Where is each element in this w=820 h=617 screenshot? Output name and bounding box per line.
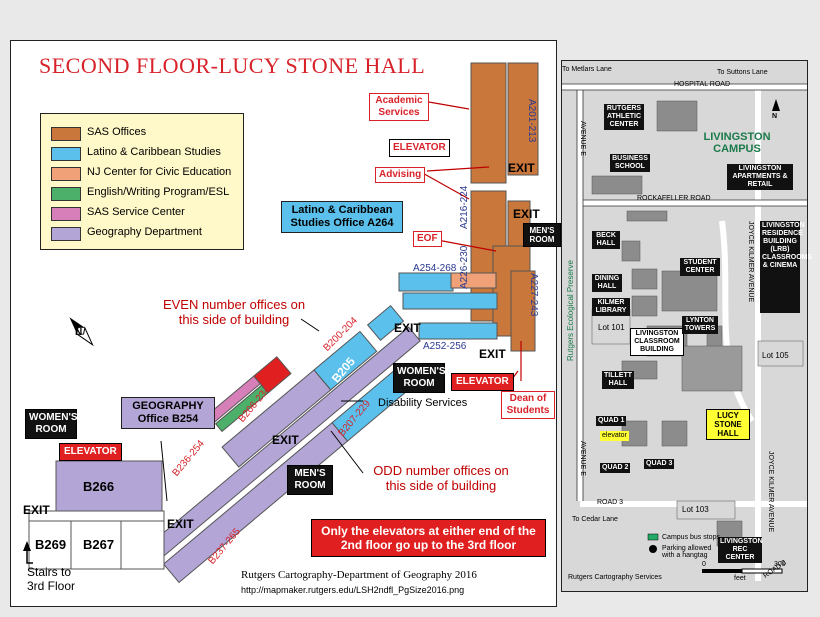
north-label: N (75, 327, 83, 338)
odd-offices-note: ODD number offices on this side of build… (373, 463, 509, 493)
to-cedar-label: To Cedar Lane (572, 516, 618, 523)
legend-label: NJ Center for Civic Education (87, 166, 232, 178)
range-a226-230: A226-230 (459, 245, 470, 289)
exit-label: EXIT (508, 161, 535, 175)
quad3-label: QUAD 3 (644, 459, 675, 469)
legend-swatch (51, 147, 81, 161)
student-center-label: STUDENT CENTER (680, 258, 720, 276)
floor-plan-credit: Rutgers Cartography-Department of Geogra… (241, 569, 477, 581)
exit-label: EXIT (394, 321, 421, 335)
floor-plan-legend: SAS Offices Latino & Caribbean Studies N… (40, 113, 244, 250)
exit-label: EXIT (167, 517, 194, 531)
beck-hall-label: BECK HALL (592, 231, 620, 249)
campus-north-label: N (772, 113, 778, 120)
range-a252-256: A252-256 (423, 341, 467, 352)
lucy-stone-hall-label: LUCY STONE HALL (706, 409, 750, 440)
joyce-kilmer-top-label: JOYCE KILMER AVENUE (747, 221, 754, 303)
lot103-label: Lot 103 (682, 505, 709, 514)
elevator-label-right: ELEVATOR (451, 373, 514, 391)
elevator-label-top: ELEVATOR (389, 139, 450, 157)
scale-max: 300 (774, 561, 786, 568)
legend-swatch (51, 127, 81, 141)
residence-building-label: LIVINGSTON RESIDENCE BUILDING (LRB) CLAS… (760, 221, 812, 313)
dean-of-students-label: Dean of Students (501, 391, 555, 419)
exit-label: EXIT (479, 347, 506, 361)
range-a201-213: A201-213 (526, 99, 537, 143)
womens-room-left-label: WOMEN'S ROOM (25, 409, 78, 439)
disability-services-label: Disability Services (378, 397, 468, 409)
campus-map-panel: To Metlars Lane To Suttons Lane HOSPITAL… (561, 60, 812, 592)
academic-services-label: Academic Services (369, 93, 429, 121)
room-b269: B269 (35, 537, 67, 552)
advising-label: Advising (375, 167, 426, 183)
quad1-label: QUAD 1 (596, 416, 627, 426)
lot101-label: Lot 101 (598, 323, 625, 332)
floor-plan-url: http://mapmaker.rutgers.edu/LSH2ndfl_PgS… (241, 585, 465, 595)
elevators-note: Only the elevators at either end of the … (311, 519, 546, 557)
avenue-e-bottom-label: AVENUE E (579, 441, 586, 476)
geography-office-label: GEOGRAPHY Office B254 (121, 397, 215, 429)
even-offices-note: EVEN number offices on this side of buil… (162, 297, 306, 327)
rec-center-label: LIVINGSTON REC CENTER (718, 537, 763, 563)
legend-label: Latino & Caribbean Studies (87, 146, 221, 158)
kilmer-library-label: KILMER LIBRARY (592, 298, 630, 316)
campus-name: LIVINGSTON CAMPUS (703, 131, 771, 155)
legend-swatch (51, 187, 81, 201)
legend-swatch (51, 167, 81, 181)
parking-legend: Parking allowed with a hangtag (662, 545, 712, 559)
legend-label: English/Writing Program/ESL (87, 186, 230, 198)
joyce-kilmer-bottom-label: JOYCE KILMER AVENUE (767, 451, 774, 533)
eof-label: EOF (413, 231, 442, 247)
legend-swatch (51, 207, 81, 221)
legend-label: SAS Offices (87, 126, 147, 138)
stairs-label: Stairs to 3rd Floor (27, 565, 76, 593)
hospital-road-label: HOSPITAL ROAD (674, 81, 731, 88)
range-a216-224: A216-224 (459, 185, 470, 229)
bus-stops-legend: Campus bus stops (662, 534, 720, 541)
exit-label: EXIT (272, 433, 299, 447)
dining-hall-label: DINING HALL (592, 274, 622, 292)
business-school-label: BUSINESS SCHOOL (610, 154, 650, 172)
legend-label: SAS Service Center (87, 206, 185, 218)
floor-plan-title: SECOND FLOOR-LUCY STONE HALL (39, 53, 426, 78)
ecological-preserve-label: Rutgers Ecological Preserve (566, 260, 575, 361)
room-b267: B267 (83, 537, 115, 552)
elevator-label-left: ELEVATOR (59, 443, 122, 461)
athletic-center-label: RUTGERS ATHLETIC CENTER (604, 104, 644, 130)
scale-zero: 0 (702, 561, 706, 568)
tillett-hall-label: TILLETT HALL (602, 371, 634, 389)
elevator-map-label: elevator (600, 431, 629, 441)
scale-unit: feet (734, 575, 746, 582)
avenue-e-top-label: AVENUE E (579, 121, 586, 156)
exit-label: EXIT (513, 207, 540, 221)
floor-plan-panel: SECOND FLOOR-LUCY STONE HALL SAS Offices… (10, 40, 561, 607)
mens-room-top-label: MEN'S ROOM (523, 223, 561, 247)
floor-plan-drawing (23, 62, 539, 584)
rockafeller-road-label: ROCKAFELLER ROAD (637, 195, 711, 202)
quad2-label: QUAD 2 (600, 463, 631, 473)
mens-room-mid-label: MEN'S ROOM (287, 465, 333, 495)
range-a227-243: A227-243 (528, 273, 539, 317)
to-metlars-label: To Metlars Lane (562, 66, 612, 73)
exit-label: EXIT (23, 503, 50, 517)
lot105-label: Lot 105 (762, 351, 789, 360)
room-b266: B266 (83, 479, 115, 494)
latino-office-label: Latino & Caribbean Studies Office A264 (281, 201, 403, 233)
classroom-building-label: LIVINGSTON CLASSROOM BUILDING (630, 328, 684, 356)
womens-room-mid-label: WOMEN'S ROOM (393, 363, 446, 393)
apartments-label: LIVINGSTON APARTMENTS & RETAIL (727, 164, 793, 190)
range-a254-268: A254-268 (413, 263, 457, 274)
lynton-towers-label: LYNTON TOWERS (682, 316, 718, 334)
to-suttons-label: To Suttons Lane (717, 69, 768, 76)
road3-label: ROAD 3 (597, 499, 624, 506)
legend-label: Geography Department (87, 226, 202, 238)
legend-swatch (51, 227, 81, 241)
campus-map-credit: Rutgers Cartography Services (568, 574, 662, 581)
